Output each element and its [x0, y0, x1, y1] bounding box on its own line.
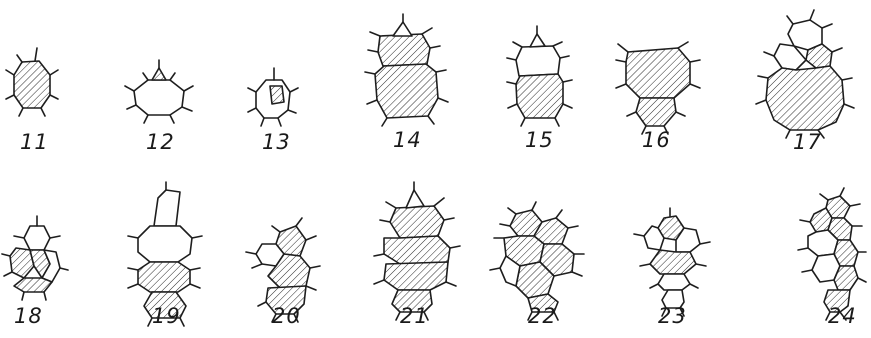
- figure-13-label: 13: [262, 130, 291, 154]
- figure-14: [365, 14, 448, 126]
- figure-13: [248, 68, 298, 126]
- figure-23-label: 23: [658, 304, 687, 328]
- figure-24: [798, 188, 866, 320]
- figure-12-label: 12: [146, 130, 175, 154]
- figure-17-label: 17: [793, 130, 822, 154]
- figure-17: [756, 10, 854, 138]
- figure-15: [507, 26, 572, 126]
- figure-16: [616, 42, 700, 134]
- figure-11-label: 11: [20, 130, 49, 154]
- figure-22-label: 22: [528, 304, 557, 328]
- figure-18: [2, 216, 68, 300]
- figure-21-label: 21: [400, 304, 429, 328]
- figure-24-label: 24: [828, 304, 857, 328]
- figure-11: [6, 48, 58, 116]
- figure-14-label: 14: [393, 128, 422, 152]
- figure-15-label: 15: [525, 128, 554, 152]
- figure-20-label: 20: [272, 304, 301, 328]
- figure-12: [125, 60, 193, 123]
- figure-18-label: 18: [14, 304, 43, 328]
- figure-23: [634, 208, 710, 316]
- figure-19-label: 19: [152, 304, 181, 328]
- figure-21: [374, 182, 460, 320]
- figure-16-label: 16: [642, 128, 671, 152]
- figure-22: [490, 202, 584, 320]
